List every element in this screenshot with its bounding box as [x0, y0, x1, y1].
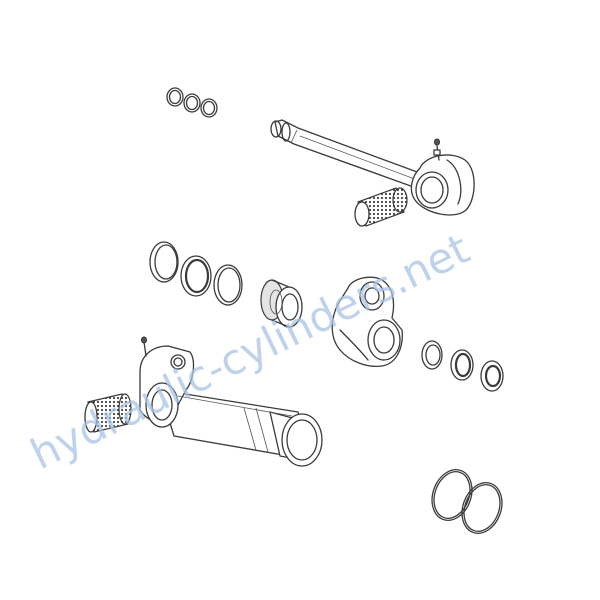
- piston-seal: [260, 279, 303, 328]
- cylinder-gland: [331, 276, 403, 368]
- piston-rod: [270, 119, 429, 191]
- rod-eye: [410, 138, 475, 216]
- mesh-bushing-bottom: [84, 393, 132, 433]
- large-seal-rings: [431, 469, 503, 534]
- cylinder-barrel: [139, 336, 323, 467]
- seal-ring-set-small: [421, 340, 504, 392]
- small-o-ring-set: [166, 87, 218, 118]
- mesh-bushing-top: [354, 187, 408, 227]
- seal-ring-set-large: [149, 241, 243, 306]
